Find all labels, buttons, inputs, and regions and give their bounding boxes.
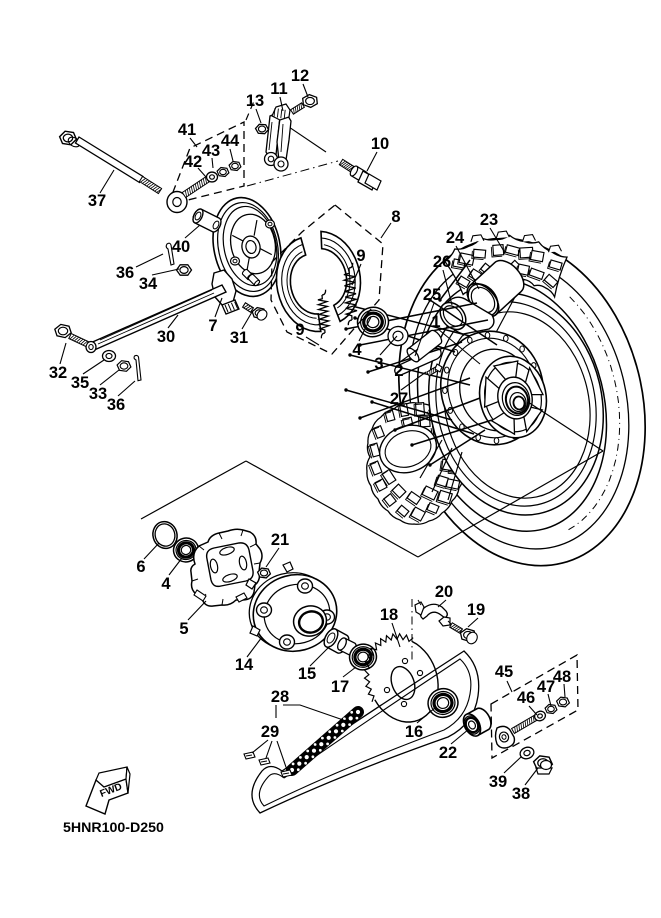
svg-text:12: 12: [291, 67, 309, 85]
svg-text:4: 4: [352, 341, 362, 359]
svg-text:32: 32: [49, 364, 67, 382]
svg-text:45: 45: [495, 663, 513, 681]
svg-text:6: 6: [136, 558, 145, 576]
svg-text:19: 19: [467, 601, 485, 619]
svg-text:36: 36: [116, 264, 134, 282]
svg-text:11: 11: [270, 80, 287, 98]
svg-text:26: 26: [433, 253, 451, 271]
svg-text:9: 9: [356, 247, 365, 265]
svg-text:33: 33: [89, 385, 107, 403]
svg-text:29: 29: [261, 723, 279, 741]
svg-text:4: 4: [161, 575, 171, 593]
svg-text:2: 2: [394, 362, 403, 380]
svg-text:46: 46: [517, 689, 535, 707]
svg-text:20: 20: [435, 583, 453, 601]
svg-text:15: 15: [298, 665, 316, 683]
svg-text:10: 10: [371, 135, 389, 153]
svg-text:1: 1: [431, 313, 440, 331]
svg-text:21: 21: [271, 531, 289, 549]
svg-text:16: 16: [405, 723, 423, 741]
svg-text:37: 37: [88, 192, 106, 210]
svg-text:38: 38: [512, 785, 530, 803]
svg-text:8: 8: [391, 208, 400, 226]
svg-text:35: 35: [71, 374, 89, 392]
svg-text:36: 36: [107, 396, 125, 414]
svg-text:40: 40: [172, 238, 190, 256]
svg-text:14: 14: [235, 656, 254, 674]
svg-text:27: 27: [390, 390, 408, 408]
svg-text:23: 23: [480, 211, 498, 229]
svg-text:5HNR100-D250: 5HNR100-D250: [63, 820, 164, 836]
svg-text:48: 48: [553, 668, 571, 686]
svg-text:24: 24: [446, 229, 465, 247]
svg-text:9: 9: [295, 321, 304, 339]
svg-text:28: 28: [271, 688, 289, 706]
svg-text:44: 44: [221, 132, 240, 150]
svg-text:18: 18: [380, 606, 398, 624]
svg-text:34: 34: [139, 275, 158, 293]
svg-text:13: 13: [246, 92, 264, 110]
svg-text:5: 5: [179, 620, 188, 638]
svg-text:41: 41: [178, 121, 196, 139]
svg-text:30: 30: [157, 328, 175, 346]
svg-text:25: 25: [423, 286, 441, 304]
svg-text:22: 22: [439, 744, 457, 762]
svg-text:43: 43: [202, 142, 220, 160]
svg-text:17: 17: [331, 678, 349, 696]
svg-text:7: 7: [208, 317, 217, 335]
svg-text:3: 3: [374, 355, 383, 373]
svg-text:39: 39: [489, 773, 507, 791]
svg-text:42: 42: [184, 153, 202, 171]
svg-text:31: 31: [230, 329, 248, 347]
